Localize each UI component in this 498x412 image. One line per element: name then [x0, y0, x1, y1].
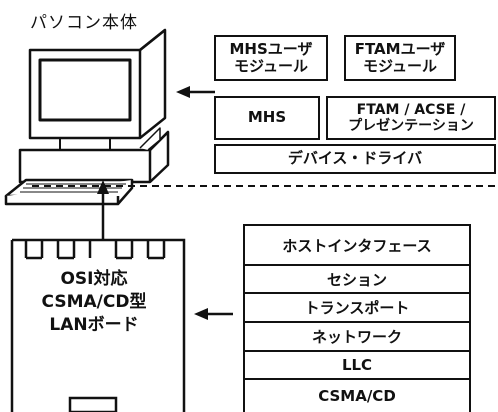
pc-screen	[38, 58, 132, 122]
ftam-acse-box: FTAM / ACSE / プレゼンテーション	[326, 96, 496, 140]
device-driver-box: デバイス・ドライバ	[214, 144, 496, 174]
stack-layer: LLC	[245, 352, 469, 380]
stack-layer: CSMA/CD	[318, 387, 396, 405]
arrow-up-icon	[97, 180, 109, 194]
mhs-box: MHS	[214, 96, 320, 140]
arrow-left-icon	[176, 86, 190, 98]
lan-board	[10, 238, 186, 412]
arrow-left-icon	[194, 308, 208, 320]
ftam-user-module-box: FTAMユーザ モジュール	[344, 35, 456, 81]
stack-layer: ホストインタフェース	[245, 226, 469, 266]
pc-body-title: パソコン本体	[30, 13, 138, 33]
protocol-stack: ホストインタフェース セション トランスポート ネットワーク LLC CSMA/…	[243, 224, 471, 412]
mhs-user-module-box: MHSユーザ モジュール	[214, 35, 328, 81]
stack-layer: ネットワーク	[245, 323, 469, 352]
pc-system-unit	[18, 130, 170, 184]
stack-layer: セション	[245, 266, 469, 294]
lan-board-label: OSI対応 CSMA/CD型 LANボード	[41, 269, 147, 335]
stack-layer: トランスポート	[245, 294, 469, 323]
